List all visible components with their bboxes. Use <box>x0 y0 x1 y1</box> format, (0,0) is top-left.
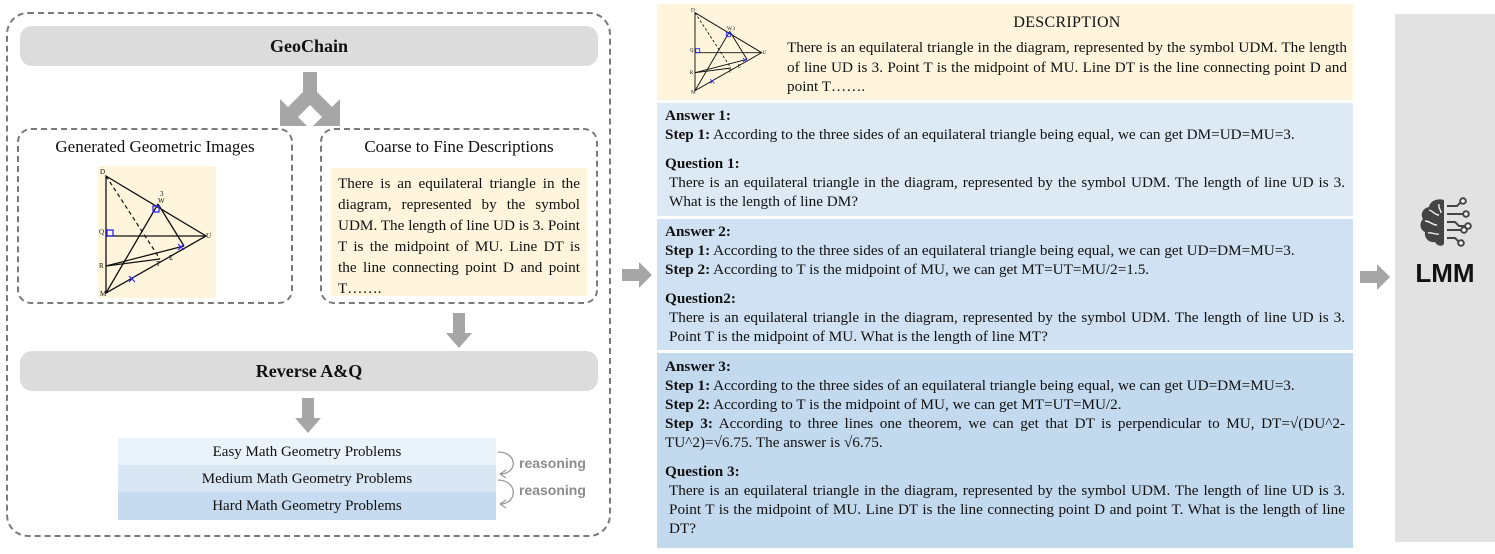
point-label-e: E <box>169 254 173 262</box>
qa-block-3: Answer 3: Step 1: According to the three… <box>657 353 1353 548</box>
level-hard: Hard Math Geometry Problems <box>118 492 496 520</box>
point-label-t: T <box>156 260 161 268</box>
point-label-w: W <box>158 197 165 205</box>
segment-ce <box>157 203 185 247</box>
geometry-figure: D 3 W Q U R E T M <box>98 166 216 298</box>
qa-block-2: Answer 2: Step 1: According to the three… <box>657 219 1353 350</box>
segment-rt <box>105 258 161 267</box>
question-1-label: Question 1: <box>665 155 740 172</box>
segment-ce <box>729 31 748 60</box>
lmm-label: LMM <box>1415 258 1475 288</box>
right-arrow-icon <box>622 262 652 288</box>
answer-3-step-2: Step 2: According to T is the midpoint o… <box>665 396 1122 413</box>
tick-mark-1 <box>177 243 185 251</box>
point-label-e: E <box>738 63 741 69</box>
down-arrow-icon <box>295 398 321 433</box>
segment-rt <box>694 67 732 74</box>
lmm-panel <box>1395 14 1495 542</box>
answer-3-step-3: Step 3: According to three lines one the… <box>665 415 1345 451</box>
point-label-q: Q <box>690 47 694 53</box>
question-3-label: Question 3: <box>665 463 740 480</box>
generated-images-box <box>17 128 293 304</box>
point-label-r: R <box>690 70 694 76</box>
generated-images-title: Generated Geometric Images <box>55 137 255 156</box>
geometry-figure-small: D 3 W Q U R E T M <box>690 7 767 94</box>
answer-1-step-1: Step 1: According to the three sides of … <box>665 126 1295 143</box>
level-easy: Easy Math Geometry Problems <box>118 438 496 466</box>
curve-arrowhead-1 <box>499 469 507 479</box>
point-label-u: U <box>206 232 211 240</box>
descriptions-title: Coarse to Fine Descriptions <box>364 137 554 156</box>
side-label: 3 <box>732 26 735 32</box>
question-3-text: There is an equilateral triangle in the … <box>669 482 1345 537</box>
triangle-udm <box>694 11 763 92</box>
figure-background <box>98 166 216 298</box>
curve-arrow-2 <box>497 479 514 505</box>
curve-arrowhead-2 <box>499 499 507 509</box>
tick-mark-1 <box>742 57 748 63</box>
segment-re <box>105 245 185 267</box>
curve-arrow-1 <box>497 451 514 475</box>
point-label-m: M <box>691 89 696 94</box>
tick-mark-2 <box>710 79 715 84</box>
coarse-description-text: There is an equilateral triangle in the … <box>331 168 587 297</box>
description-heading: DESCRIPTION <box>1013 14 1121 31</box>
reasoning-label-2: reasoning <box>519 482 586 498</box>
right-angle-mark-q <box>695 48 701 54</box>
answer-3-label: Answer 3: <box>665 358 731 375</box>
level-medium: Medium Math Geometry Problems <box>118 465 496 493</box>
right-arrow-icon <box>1360 264 1390 290</box>
side-label: 3 <box>160 190 164 198</box>
answer-2-step-1: Step 1: According to the three sides of … <box>665 242 1295 259</box>
answer-3-step-1: Step 1: According to the three sides of … <box>665 377 1295 394</box>
point-label-m: M <box>100 290 107 298</box>
point-label-r: R <box>99 262 104 270</box>
segment-mw <box>105 203 159 294</box>
descriptions-box <box>320 128 598 304</box>
brain-circuit-icon <box>1420 197 1472 247</box>
tick-mark-2 <box>128 275 136 283</box>
description-text: There is an equilateral triangle in the … <box>787 39 1347 95</box>
answer-2-label: Answer 2: <box>665 223 731 240</box>
point-label-q: Q <box>99 228 104 236</box>
down-arrow-icon <box>446 313 472 348</box>
question-1-text: There is an equilateral triangle in the … <box>669 174 1345 210</box>
geochain-title-bar: GeoChain <box>20 26 598 66</box>
right-angle-mark-w <box>152 205 160 213</box>
point-label-d: D <box>691 7 695 13</box>
description-panel <box>657 4 1353 100</box>
answer-1-label: Answer 1: <box>665 107 731 124</box>
point-label-t: T <box>728 69 732 75</box>
answer-2-step-2: Step 2: According to T is the midpoint o… <box>665 261 1150 278</box>
split-arrow-icon <box>280 72 340 126</box>
qa-block-1: Answer 1: Step 1: According to the three… <box>657 103 1353 216</box>
point-label-d: D <box>100 168 105 176</box>
segment-mw <box>694 31 731 91</box>
segment-dt <box>694 12 732 69</box>
point-label-u: U <box>762 50 766 56</box>
question-2-label: Question2: <box>665 290 736 307</box>
right-angle-mark-q <box>106 229 114 237</box>
segment-dt <box>105 175 161 260</box>
reasoning-label-1: reasoning <box>519 455 586 471</box>
right-angle-mark-w <box>725 32 731 38</box>
segment-re <box>694 58 748 74</box>
question-2-text: There is an equilateral triangle in the … <box>669 309 1345 345</box>
reasoning-curve-arrows <box>497 451 514 509</box>
point-label-w: W <box>727 26 733 32</box>
reverse-aq-title-bar: Reverse A&Q <box>20 351 598 391</box>
geochain-pipeline-frame <box>6 12 611 537</box>
